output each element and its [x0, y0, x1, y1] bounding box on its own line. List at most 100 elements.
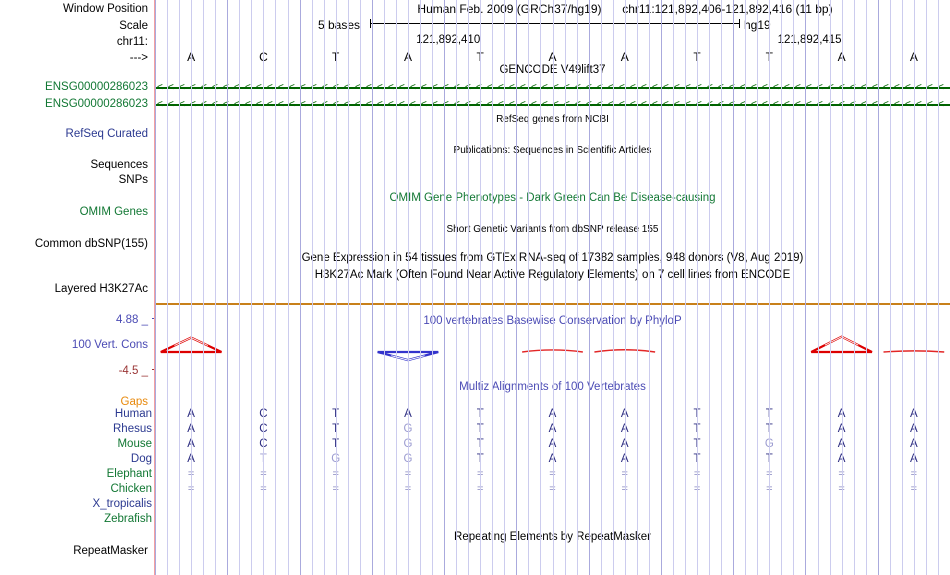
gene-strand-arrow-icon: <	[399, 99, 405, 110]
gene-strand-arrow-icon: <	[795, 82, 801, 93]
title-publications[interactable]: Publications: Sequences in Scientific Ar…	[453, 145, 652, 156]
alignment-base: T	[328, 422, 344, 437]
base-gridline	[420, 0, 421, 575]
gene-strand-arrow-icon: <	[806, 82, 812, 93]
base-gridline	[613, 0, 614, 575]
base-gridline	[661, 0, 662, 575]
gencode-gene-row[interactable]: <<<<<<<<<<<<<<<<<<<<<<<<<<<<<<<<<<<<<<<<…	[155, 99, 950, 110]
base-gridline	[540, 0, 541, 575]
gene-strand-arrow-icon: <	[718, 100, 724, 110]
gene-strand-arrow-icon: <	[355, 99, 361, 110]
alignment-gap-mark: =	[906, 467, 922, 482]
gene-strand-arrow-icon: <	[300, 99, 306, 110]
species-label-zebrafish[interactable]: Zebrafish	[0, 513, 152, 525]
base-gridline	[324, 0, 325, 575]
base-gridline	[830, 0, 831, 575]
gene-strand-arrow-icon: <	[509, 99, 515, 110]
gene-strand-arrow-icon: <	[421, 99, 427, 110]
species-label-dog[interactable]: Dog	[0, 453, 152, 465]
label-gencode-gene-2[interactable]: ENSG00000286023	[45, 98, 148, 110]
gene-strand-arrow-icon: <	[245, 99, 251, 110]
gene-strand-arrow-icon: <	[289, 99, 295, 110]
gene-strand-arrow-icon: <	[520, 82, 526, 93]
gene-strand-arrow-icon: <	[586, 100, 592, 110]
label-refseq-curated[interactable]: RefSeq Curated	[65, 128, 148, 140]
base-gridline	[938, 0, 939, 575]
title-h3k27ac[interactable]: H3K27Ac Mark (Often Found Near Active Re…	[314, 269, 791, 281]
title-phylop[interactable]: 100 vertebrates Basewise Conservation by…	[423, 315, 682, 327]
alignment-base: A	[545, 452, 561, 467]
base-gridline	[384, 0, 385, 575]
gene-strand-arrow-icon: <	[278, 82, 284, 93]
label-conservation-track[interactable]: 100 Vert. Cons	[71, 339, 148, 351]
label-panel-divider	[154, 0, 155, 575]
gene-strand-arrow-icon: <	[465, 100, 471, 110]
species-label-x_tropicalis[interactable]: X_tropicalis	[0, 498, 152, 510]
alignment-base: A	[400, 407, 416, 422]
gene-strand-arrow-icon: <	[388, 99, 394, 110]
base-gridline	[866, 0, 867, 575]
title-multiz[interactable]: Multiz Alignments of 100 Vertebrates	[459, 381, 646, 393]
gene-strand-arrow-icon: <	[355, 82, 361, 93]
alignment-gap-mark: =	[545, 482, 561, 497]
alignment-base: A	[545, 422, 561, 437]
base-gridline	[878, 0, 879, 575]
alignment-gap-mark: =	[617, 467, 633, 482]
label-layered-h3k27ac[interactable]: Layered H3K27Ac	[54, 283, 148, 295]
gene-strand-arrow-icon: <	[861, 99, 867, 110]
gene-strand-arrow-icon: <	[509, 82, 515, 93]
gene-strand-arrow-icon: <	[410, 99, 416, 110]
gene-strand-arrow-icon: <	[729, 99, 735, 110]
base-gridline	[263, 0, 264, 575]
species-label-rhesus[interactable]: Rhesus	[0, 423, 152, 435]
title-omim[interactable]: OMIM Gene Phenotypes - Dark Green Can Be…	[389, 192, 716, 204]
title-gencode[interactable]: GENCODE V49lift37	[499, 64, 606, 76]
gene-strand-arrow-icon: <	[696, 82, 702, 93]
gene-strand-arrow-icon: <	[245, 82, 251, 93]
gene-strand-arrow-icon: <	[685, 82, 691, 93]
alignment-base: A	[906, 407, 922, 422]
title-gtex[interactable]: Gene Expression in 54 tissues from GTEx …	[301, 252, 804, 264]
base-gridline	[432, 0, 433, 575]
gene-strand-arrow-icon: <	[432, 82, 438, 93]
gene-strand-arrow-icon: <	[344, 99, 350, 110]
species-label-elephant[interactable]: Elephant	[0, 468, 152, 480]
alignment-base: T	[328, 437, 344, 452]
label-omim-genes[interactable]: OMIM Genes	[79, 206, 148, 218]
species-label-mouse[interactable]: Mouse	[0, 438, 152, 450]
gene-strand-arrow-icon: <	[586, 83, 592, 93]
species-label-chicken[interactable]: Chicken	[0, 483, 152, 495]
gene-strand-arrow-icon: <	[619, 99, 625, 110]
alignment-base: T	[328, 407, 344, 422]
gene-strand-arrow-icon: <	[674, 99, 680, 110]
conservation-wiggle-plot[interactable]	[155, 330, 950, 370]
gene-strand-arrow-icon: <	[520, 99, 526, 110]
track-data-panel[interactable]	[155, 0, 950, 575]
title-dbsnp[interactable]: Short Genetic Variants from dbSNP releas…	[446, 224, 659, 235]
label-common-dbsnp[interactable]: Common dbSNP(155)	[34, 238, 148, 250]
base-gridline	[745, 0, 746, 575]
gene-strand-arrow-icon: <	[399, 82, 405, 93]
alignment-base: A	[906, 422, 922, 437]
base-gridline	[781, 0, 782, 575]
label-strand-arrow: --->	[129, 52, 148, 64]
gene-strand-arrow-icon: <	[168, 82, 174, 93]
gene-strand-arrow-icon: <	[311, 82, 317, 93]
gene-strand-arrow-icon: <	[465, 83, 471, 93]
gene-strand-arrow-icon: <	[663, 82, 669, 93]
label-gencode-gene-1[interactable]: ENSG00000286023	[45, 81, 148, 93]
label-snps[interactable]: SNPs	[118, 174, 148, 186]
gene-strand-arrow-icon: <	[817, 99, 823, 110]
label-sequences[interactable]: Sequences	[90, 159, 148, 171]
gene-strand-arrow-icon: <	[652, 82, 658, 93]
gene-strand-arrow-icon: <	[641, 82, 647, 93]
base-gridline	[288, 0, 289, 575]
species-label-human[interactable]: Human	[0, 408, 152, 420]
base-gridline	[553, 0, 554, 575]
gene-strand-arrow-icon: <	[872, 99, 878, 110]
label-repeatmasker[interactable]: RepeatMasker	[73, 545, 148, 557]
reference-base: A	[835, 50, 849, 64]
title-refseq[interactable]: RefSeq genes from NCBI	[496, 114, 609, 125]
gene-strand-arrow-icon: <	[564, 99, 570, 110]
gene-strand-arrow-icon: <	[938, 82, 944, 93]
